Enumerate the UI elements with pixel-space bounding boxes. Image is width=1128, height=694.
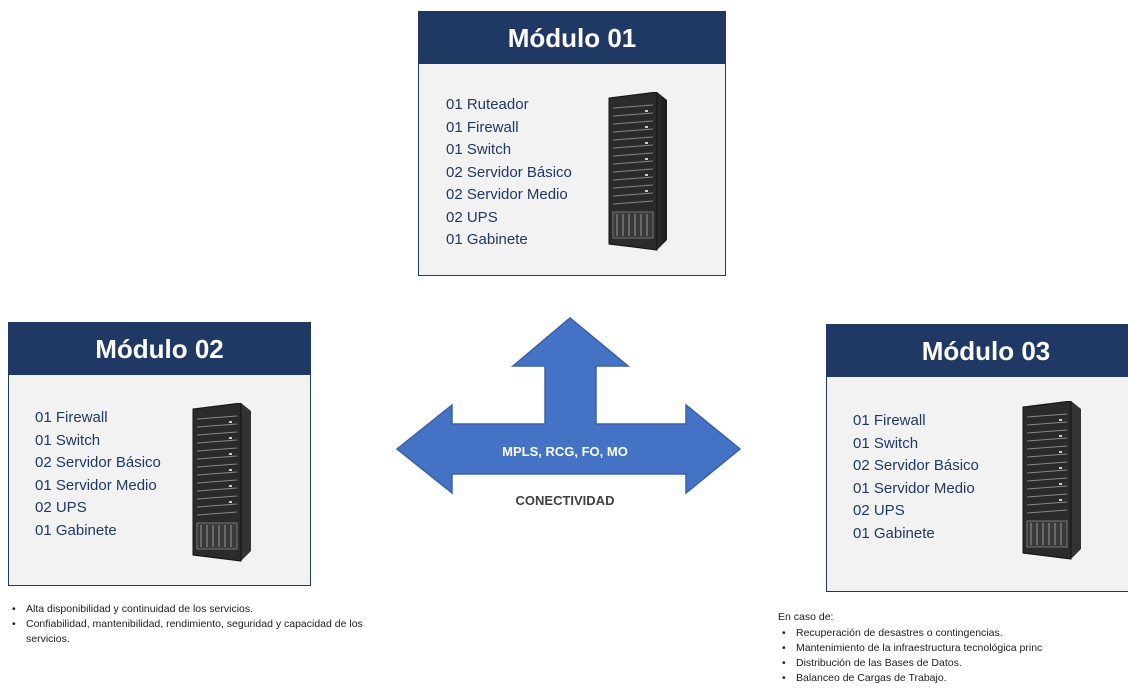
module-01-title: Módulo 01 xyxy=(419,12,725,64)
module-02-title: Módulo 02 xyxy=(9,323,310,375)
notes-left-list: Alta disponibilidad y continuidad de los… xyxy=(8,602,394,647)
list-item: Balanceo de Cargas de Trabajo. xyxy=(778,671,1128,686)
list-item: 01 Gabinete xyxy=(446,231,528,248)
server-rack-icon xyxy=(192,403,251,562)
list-item: 01 Switch xyxy=(35,431,101,449)
list-item: 01 Switch xyxy=(446,141,512,158)
server-rack-icon xyxy=(1022,401,1081,560)
list-item: Mantenimiento de la infraestructura tecn… xyxy=(778,641,1128,656)
list-item: Alta disponibilidad y continuidad de los… xyxy=(8,602,394,617)
list-item: 01 Gabinete xyxy=(35,521,117,539)
module-02-panel: Módulo 02 01 Firewall 01 Switch 02 Servi… xyxy=(8,322,311,586)
connectivity-label: CONECTIVIDAD xyxy=(515,493,615,508)
list-item: 01 Servidor Medio xyxy=(35,476,157,494)
connectivity-links-label: MPLS, RCG, FO, MO xyxy=(502,444,628,459)
list-item: Recuperación de desastres o contingencia… xyxy=(778,626,1128,641)
list-item: 02 Servidor Básico xyxy=(446,163,572,181)
module-01-panel: Módulo 01 01 Ruteador 01 Firewall 01 Swi… xyxy=(418,11,726,276)
list-item: 01 Servidor Medio xyxy=(853,479,975,497)
list-item: 02 UPS xyxy=(446,208,498,226)
list-item: 02 UPS xyxy=(853,502,905,519)
server-rack-icon xyxy=(608,92,667,251)
list-item: 01 Switch xyxy=(853,434,919,452)
module-03-panel: Módulo 03 01 Firewall 01 Switch 02 Servi… xyxy=(826,324,1128,592)
three-way-arrow-shape xyxy=(395,317,742,495)
module-02-item-list: 01 Firewall 01 Switch 02 Servidor Básico… xyxy=(35,407,161,542)
list-item: 01 Gabinete xyxy=(853,524,935,542)
list-item: 02 Servidor Básico xyxy=(853,457,979,474)
list-item: Distribución de las Bases de Datos. xyxy=(778,656,1128,671)
list-item: 02 UPS xyxy=(35,499,87,516)
module-03-item-list: 01 Firewall 01 Switch 02 Servidor Básico… xyxy=(853,410,979,545)
module-03-title: Módulo 03 xyxy=(827,325,1128,377)
notes-right-intro: En caso de: xyxy=(778,611,834,623)
list-item: 01 Firewall xyxy=(35,409,108,426)
list-item: 02 Servidor Medio xyxy=(446,186,568,203)
list-item: Confiabilidad, mantenibilidad, rendimien… xyxy=(8,617,394,647)
list-item: 01 Firewall xyxy=(446,118,519,136)
notes-right-list: Recuperación de desastres o contingencia… xyxy=(778,626,1128,686)
module-01-item-list: 01 Ruteador 01 Firewall 01 Switch 02 Ser… xyxy=(446,94,572,252)
list-item: 01 Ruteador xyxy=(446,96,529,113)
list-item: 01 Firewall xyxy=(853,412,926,429)
list-item: 02 Servidor Básico xyxy=(35,454,161,471)
